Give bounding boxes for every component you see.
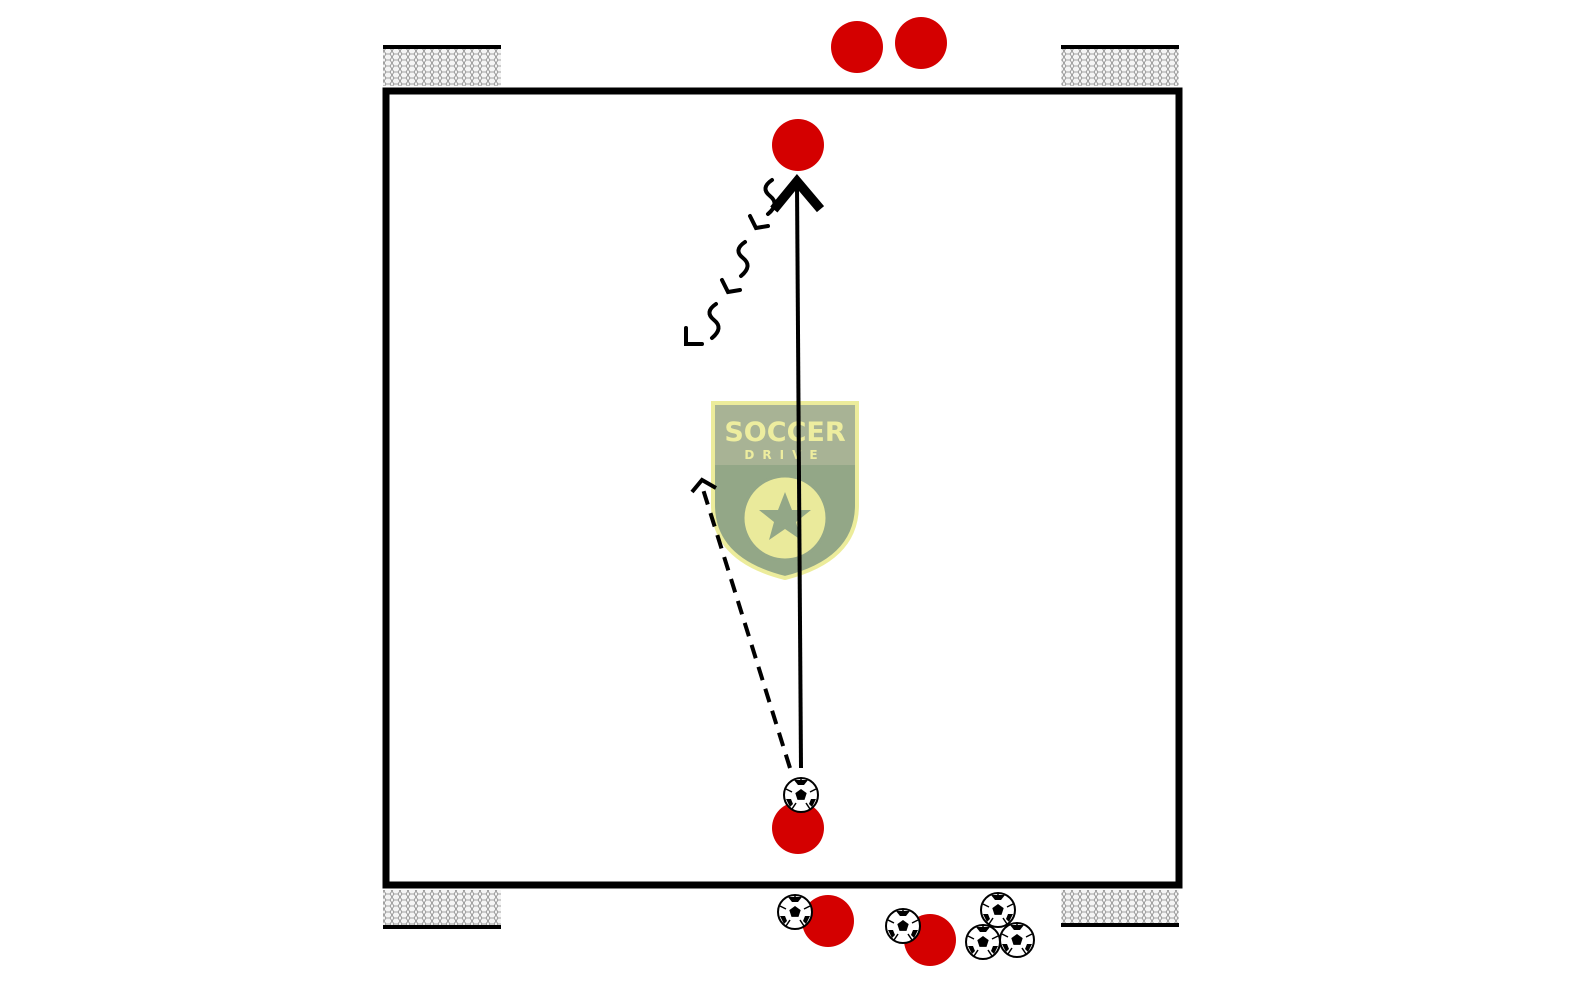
player-top-left-waiting [831,21,883,73]
logo-subtitle: DRIVE [744,448,825,462]
run-arrow [700,485,792,769]
ball-spare-4 [965,924,1001,960]
player-receiver [772,119,824,171]
ball-with-passer [783,777,819,813]
player-top-right-waiting [895,17,947,69]
player-bottom-waiting-1 [802,895,854,947]
ball-spare-2 [885,908,921,944]
logo-title: SOCCER [724,417,845,448]
dribble-path [684,178,777,346]
ball-spare-3 [980,892,1016,928]
soccer-drive-logo: SOCCER DRIVE [711,401,859,581]
player-passer [772,802,824,854]
goal-top-right [1061,45,1179,86]
goal-bottom-right [1061,890,1179,927]
pass-arrow [770,174,825,769]
ball-spare-5 [999,922,1035,958]
goal-bottom-left [383,890,501,929]
ball-spare-1 [777,894,813,930]
goal-top-left [383,45,501,86]
run-arrow-head [690,477,717,494]
